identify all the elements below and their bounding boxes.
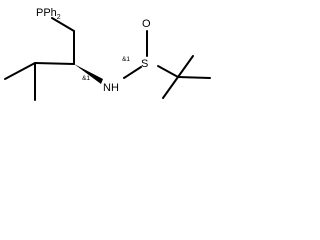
molecule-diagram: PPh2 NH S O &1 &1 [0,0,215,132]
bond-isopropyl-methyl-up [4,62,36,80]
phosphine-label: PPh2 [36,7,61,21]
bond-nh-s [123,66,142,79]
bond-s-tert-carbon [157,65,179,78]
bond-chiral-carbon-nh-wedge [74,64,103,84]
bond-tert-carbon-methyl-right [177,76,211,79]
bond-tert-carbon-methyl-down [162,76,179,99]
bond-p-ch2 [51,17,75,32]
oxygen-label: O [142,18,151,30]
sulfur-label: S [141,58,148,70]
amine-label: NH [103,82,119,94]
bond-chiral-carbon-isopropyl [34,62,75,65]
sulfur-stereo-label: &1 [122,56,130,63]
carbon-stereo-label: &1 [82,75,90,82]
structure-svg: PPh2 NH S O &1 &1 [4,7,211,101]
bond-tert-carbon-methyl-up [177,55,194,78]
